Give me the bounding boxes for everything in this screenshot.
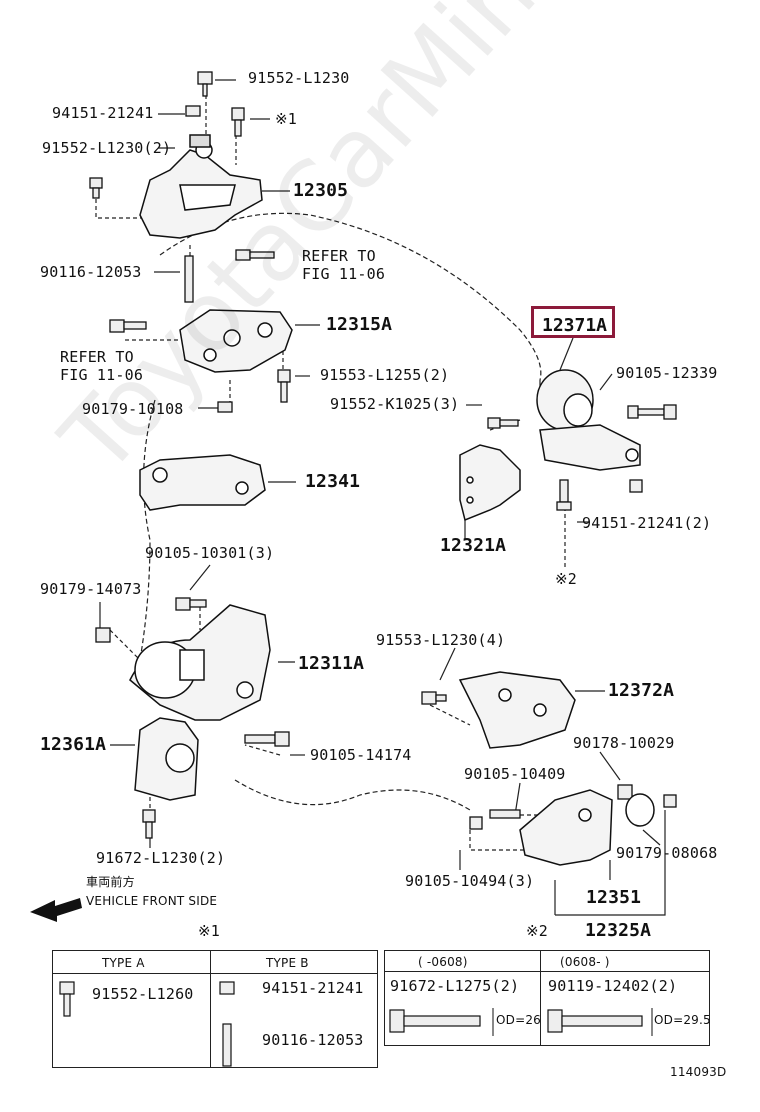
part-label-91552-l1230: 91552-L1230	[248, 69, 350, 87]
refer-label-left: REFER TO	[60, 348, 134, 366]
part-label-90179-14073: 90179-14073	[40, 580, 142, 598]
part-label-90116-12053: 90116-12053	[40, 263, 142, 281]
part-label-12351: 12351	[586, 887, 642, 908]
table1-part-b2: 90116-12053	[262, 1031, 364, 1049]
table1-part-a: 91552-L1260	[92, 985, 194, 1003]
table2-col2-head: (0608- )	[560, 955, 610, 969]
od-arrows	[492, 1008, 653, 1036]
table2-note: ※2	[526, 922, 548, 940]
table-bolts	[59, 981, 643, 1067]
note-ref-1: ※1	[275, 110, 297, 128]
part-label-12361A: 12361A	[40, 734, 107, 755]
diagram-code: 114093D	[670, 1065, 727, 1079]
mount-12361A	[134, 717, 199, 801]
bracket-12315A	[179, 309, 293, 373]
part-label-12311A: 12311A	[298, 653, 365, 674]
part-label-90105-10301-3: 90105-10301(3)	[145, 544, 275, 562]
fig-label-left: FIG 11-06	[60, 366, 144, 384]
part-label-90179-08068: 90179-08068	[616, 844, 718, 862]
front-arrow-icon	[30, 898, 82, 922]
part-label-90105-10409: 90105-10409	[464, 765, 566, 783]
part-label-12321A: 12321A	[440, 535, 507, 556]
table1-part-b1: 94151-21241	[262, 979, 364, 997]
bracket-12321A	[459, 444, 521, 522]
table2-col1-head: ( -0608)	[418, 955, 468, 969]
part-label-12371A: 12371A	[542, 315, 608, 336]
part-label-12341: 12341	[305, 471, 361, 492]
table2-od2: OD=29.5	[654, 1013, 711, 1027]
refer-label-top: REFER TO	[302, 247, 376, 265]
part-label-94151-21241-2: 94151-21241(2)	[582, 514, 712, 532]
table2	[384, 950, 710, 1046]
part-label-90105-10494-3: 90105-10494(3)	[405, 872, 535, 890]
table1-type-a: TYPE A	[102, 956, 145, 970]
front-label-jp: 車両前方	[86, 875, 135, 889]
part-label-91552-l1230-2: 91552-L1230(2)	[42, 139, 172, 157]
table1-note: ※1	[198, 922, 220, 940]
bracket-12372A	[458, 671, 576, 749]
part-label-91553-l1230-4: 91553-L1230(4)	[376, 631, 506, 649]
part-label-91552-k1025-3: 91552-K1025(3)	[330, 395, 460, 413]
part-label-12305: 12305	[293, 180, 349, 201]
part-label-12315A: 12315A	[326, 314, 393, 335]
part-label-91672-l1230-2: 91672-L1230(2)	[96, 849, 226, 867]
table2-od1: OD=26	[496, 1013, 542, 1027]
bracket-12311A	[129, 604, 271, 721]
bracket-12325A	[519, 789, 655, 866]
table2-part2: 90119-12402(2)	[548, 977, 678, 995]
part-label-12372A: 12372A	[608, 680, 675, 701]
bracket-12341	[139, 454, 266, 511]
table1	[52, 950, 378, 1068]
table1-type-b: TYPE B	[266, 956, 309, 970]
part-label-90105-14174: 90105-14174	[310, 746, 412, 764]
bracket-12305	[139, 134, 263, 239]
table1-header-rule	[52, 950, 378, 974]
part-label-90105-12339: 90105-12339	[616, 364, 718, 382]
fig-label-top: FIG 11-06	[302, 265, 386, 283]
table2-header-rule	[384, 950, 710, 972]
table2-part1: 91672-L1275(2)	[390, 977, 520, 995]
table2-divider	[540, 950, 541, 1046]
part-label-90178-10029: 90178-10029	[573, 734, 675, 752]
part-label-94151-21241: 94151-21241	[52, 104, 154, 122]
note-ref-2: ※2	[555, 570, 577, 588]
front-label-en: VEHICLE FRONT SIDE	[86, 894, 218, 908]
table1-divider	[210, 950, 211, 1068]
part-label-12325A: 12325A	[585, 920, 652, 941]
part-label-90179-10108: 90179-10108	[82, 400, 184, 418]
part-label-91553-l1255-2: 91553-L1255(2)	[320, 366, 450, 384]
mount-12371A	[536, 369, 641, 471]
highlighted-part-12371A[interactable]: 12371A	[531, 306, 615, 338]
bolts	[89, 71, 677, 839]
